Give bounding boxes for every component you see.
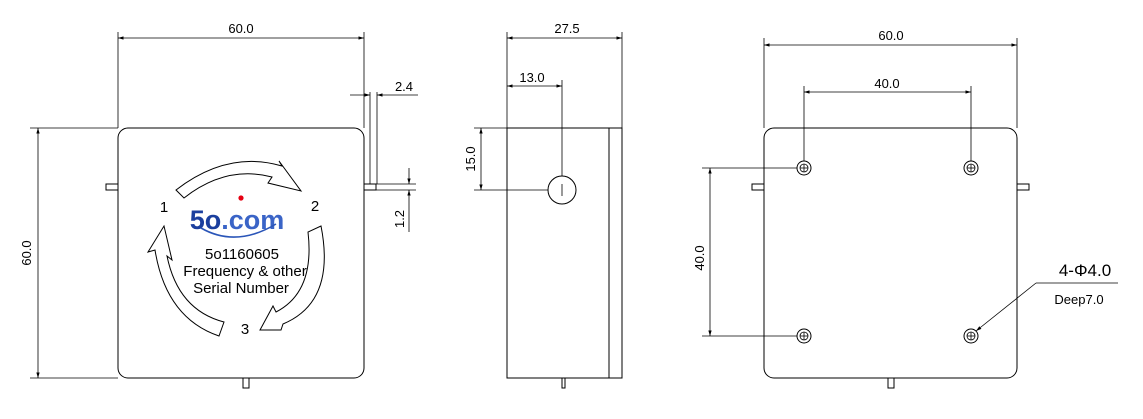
hole-callout: 4-Φ4.0 xyxy=(1059,261,1111,280)
back-view: 60.0 40.0 40.0 4-Φ4.0 Deep7.0 xyxy=(692,28,1118,389)
back-hole-y-dim: 40.0 xyxy=(692,245,707,270)
side-hole-x-dim: 13.0 xyxy=(519,70,544,85)
port-label-1: 1 xyxy=(160,199,168,216)
mounting-hole-tl xyxy=(796,160,812,176)
front-height-dim: 60.0 xyxy=(19,240,34,265)
front-left-tab xyxy=(105,183,119,191)
pin-width-dim: 1.2 xyxy=(392,210,407,228)
front-width-dim: 60.0 xyxy=(228,21,253,36)
side-depth-dim: 27.5 xyxy=(554,21,579,36)
back-width-dim: 60.0 xyxy=(878,28,903,43)
front-body-outline xyxy=(117,127,365,379)
back-hole-x-dim: 40.0 xyxy=(874,76,899,91)
hole-depth: Deep7.0 xyxy=(1054,292,1103,307)
circulation-arrows-icon xyxy=(146,160,325,337)
mounting-hole-tr xyxy=(963,160,979,176)
side-view: 27.5 13.0 15.0 xyxy=(463,21,623,389)
back-body-outline xyxy=(763,127,1018,379)
back-left-tab xyxy=(751,183,765,191)
front-right-tab xyxy=(363,183,377,191)
pin-offset-dim: 2.4 xyxy=(395,79,413,94)
side-body-outline xyxy=(506,127,623,379)
side-hole-y-dim: 15.0 xyxy=(463,146,478,171)
mounting-hole-bl xyxy=(796,328,812,344)
model-number: 5o1160605 xyxy=(205,246,279,263)
logo-swoosh xyxy=(200,223,277,238)
logo-dot xyxy=(238,195,244,201)
mounting-hole-br xyxy=(963,328,979,344)
hole-callout-leader xyxy=(975,282,1037,332)
company-logo: 5o.com xyxy=(190,195,285,238)
svg-text:5o.com: 5o.com xyxy=(190,205,285,235)
port-label-2: 2 xyxy=(311,198,319,215)
label-line-2: Serial Number xyxy=(193,280,289,297)
front-bottom-pin xyxy=(242,377,250,389)
label-line-1: Frequency & other xyxy=(183,263,306,280)
back-right-tab xyxy=(1016,183,1030,191)
side-bottom-pin xyxy=(561,377,566,389)
front-view: 60.0 60.0 2.4 1.2 1 2 3 5o.com xyxy=(19,21,418,389)
port-label-3: 3 xyxy=(241,321,249,338)
back-bottom-pin xyxy=(887,377,895,389)
